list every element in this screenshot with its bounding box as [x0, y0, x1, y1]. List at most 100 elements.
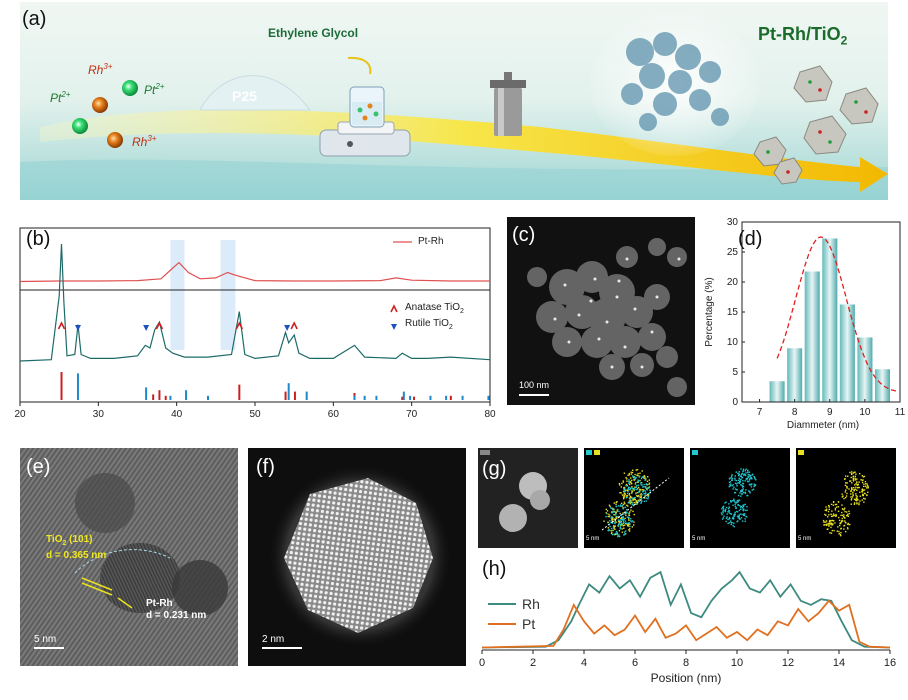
eds-rh-map [692, 450, 757, 528]
eds-pixel [644, 495, 646, 497]
eds-pixel [625, 476, 627, 479]
linescan-series-pt [481, 599, 891, 649]
gaussian-fit-line [776, 236, 897, 392]
eds-pixel [738, 477, 740, 480]
eds-pixel [867, 491, 869, 494]
eds-channel-tag [692, 450, 698, 455]
eds-pixel [722, 508, 725, 510]
eds-pixel [750, 483, 752, 485]
eds-pixel [629, 495, 632, 498]
eds-pixel [745, 516, 748, 518]
eds-pixel [636, 503, 638, 505]
eds-pixel [837, 510, 840, 512]
eds-pixel [633, 521, 635, 523]
eds-pixel [638, 496, 640, 498]
eds-pixel [742, 485, 745, 488]
eds-pixel [724, 510, 727, 512]
eds-pixel [854, 484, 856, 486]
eds-pixel [838, 519, 841, 522]
eds-pixel [851, 482, 853, 484]
eds-pixel [744, 503, 746, 506]
eds-pixel [734, 475, 737, 477]
eds-pixel [745, 489, 747, 491]
eds-pixel [856, 481, 858, 483]
eds-pixel [730, 477, 733, 479]
eds-pixel [644, 493, 646, 495]
histogram-bar [769, 380, 786, 403]
eds-pixel [737, 501, 739, 503]
eds-pixel [823, 521, 825, 523]
eds-pixel [621, 528, 623, 530]
ion-charge: 3+ [147, 134, 157, 143]
eds-pixel [736, 485, 738, 487]
eds-pixel [866, 485, 869, 487]
eds-pixel [623, 501, 626, 503]
eds-pixel [839, 522, 842, 525]
eds-channel-tag [798, 450, 804, 455]
eds-pixel [865, 483, 867, 485]
highlight-band [170, 240, 185, 350]
eds-pixel [630, 487, 632, 489]
eds-pixel [741, 486, 744, 488]
eds-pixel [858, 503, 860, 506]
eds-pixel [845, 511, 848, 513]
eds-pixel [730, 479, 733, 481]
eds-pixel [639, 494, 641, 496]
eds-pixel [733, 515, 736, 518]
eds-pixel [612, 513, 615, 516]
eds-pixel [619, 512, 621, 515]
eds-pixel [648, 479, 651, 481]
eds-pixel [835, 514, 837, 517]
eds-pixel [744, 491, 746, 494]
eds-pixel [628, 494, 630, 496]
eds-pixel [845, 514, 848, 517]
anatase-marker-icon [235, 321, 244, 330]
eds-pixel [736, 483, 738, 485]
eds-pixel [844, 489, 847, 491]
eds-pixel [855, 497, 858, 499]
rutile-marker-icon [284, 325, 291, 331]
eds-pixel [615, 521, 617, 523]
process-arrow [40, 109, 888, 192]
eds-pixel [612, 526, 615, 528]
eds-pixel [723, 509, 725, 512]
eds-pixel [855, 494, 857, 497]
eds-pixel [624, 517, 626, 520]
eds-pixel [628, 514, 631, 517]
eds-pixel [727, 522, 729, 525]
eds-pixel [735, 506, 737, 509]
eds-pixel [632, 504, 635, 507]
product-title-sub: 2 [840, 33, 848, 48]
eds-pixel [844, 510, 846, 513]
eds-pixel [644, 495, 646, 498]
eds-pixel [634, 477, 636, 479]
eds-pixel [641, 470, 643, 472]
panel-e-hrtem: (e) TiO2 (101) d = 0.365 nm Pt-Rh d = 0.… [20, 448, 238, 666]
eds-pixel [736, 488, 738, 491]
eds-pixel [632, 487, 634, 490]
eds-pixel [629, 500, 631, 502]
eds-pixel [618, 534, 620, 536]
eds-pixel [643, 477, 645, 480]
eds-pixel [840, 520, 843, 523]
eds-pixel [637, 480, 640, 483]
eds-pixel [850, 489, 852, 492]
eds-pixel [744, 518, 746, 520]
eds-pixel [742, 468, 745, 470]
eds-pixel [626, 478, 628, 480]
histogram-bar [786, 347, 803, 403]
panel-label-a: (a) [22, 8, 47, 30]
eds-pixel [729, 520, 732, 522]
eds-pixel [736, 511, 739, 513]
x-tick-label: 4 [581, 657, 587, 669]
eds-pixel [733, 514, 735, 516]
eds-pixel [827, 504, 830, 507]
eds-pixel [618, 482, 621, 485]
eds-pixel [848, 512, 851, 515]
eds-pixel [826, 516, 829, 518]
eds-pixel [752, 488, 755, 491]
eds-pixel [832, 520, 835, 522]
eds-pixel [637, 474, 639, 477]
eds-pixel [844, 517, 846, 519]
eds-pixel [853, 471, 855, 474]
